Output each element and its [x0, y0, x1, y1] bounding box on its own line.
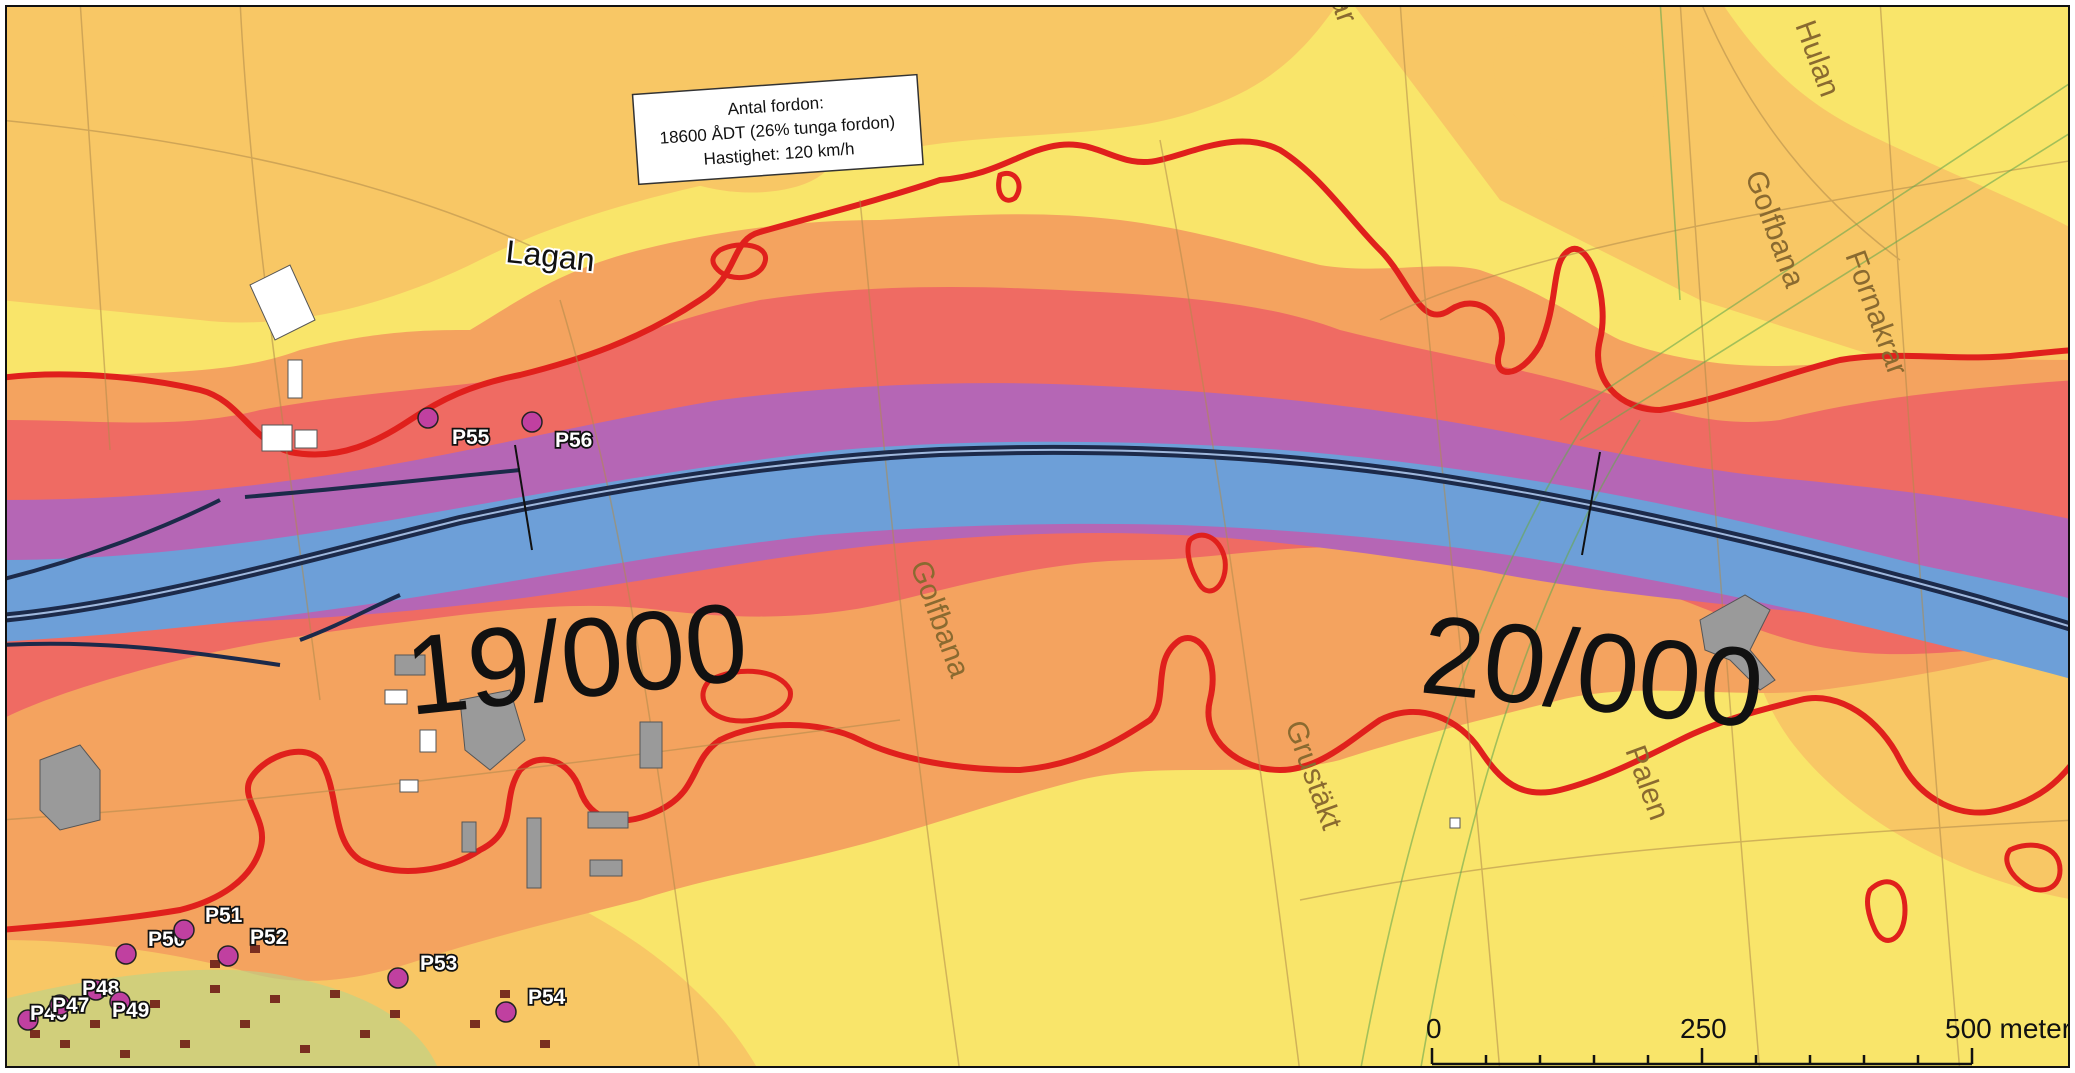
receiver-point[interactable]: P48: [80, 975, 121, 1002]
receiver-point[interactable]: P49: [109, 991, 151, 1024]
svg-text:P55: P55: [452, 426, 490, 449]
svg-text:P54: P54: [528, 986, 566, 1009]
receiver-point[interactable]: P53: [387, 950, 459, 989]
svg-text:P51: P51: [205, 904, 243, 927]
svg-text:250: 250: [1680, 1013, 1727, 1044]
svg-text:P53: P53: [420, 952, 457, 975]
receiver-point[interactable]: P52: [217, 924, 289, 967]
receiver-points: P55 P56 P46 P47 P48 P49: [17, 407, 594, 1031]
survey-lines: [1360, 6, 2069, 1067]
noise-contour-island-3: [996, 170, 1022, 203]
receiver-point[interactable]: P54: [495, 984, 567, 1023]
receiver-point[interactable]: P51: [173, 902, 244, 941]
noise-contour-line-south: [6, 635, 2069, 933]
houses: [30, 945, 550, 1058]
noise-contour-island-2: [700, 668, 793, 724]
receiver-point[interactable]: P56: [521, 411, 594, 454]
receiver-point[interactable]: P55: [417, 407, 491, 451]
svg-text:P47: P47: [52, 994, 89, 1017]
motorway-e4: [6, 444, 2069, 667]
noise-contour-island-6: [1185, 532, 1228, 594]
receiver-point[interactable]: P47: [49, 992, 91, 1019]
receiver-point[interactable]: P50: [115, 926, 187, 965]
svg-text:P52: P52: [250, 926, 287, 949]
buildings-white: [249, 264, 1461, 829]
buildings: [39, 594, 1776, 889]
map-frame: [5, 5, 2070, 1068]
chainage-ticks: [514, 444, 1601, 556]
noise-contour-island-5: [2004, 842, 2063, 893]
svg-text:0: 0: [1426, 1013, 1442, 1044]
noise-contour-island-1: [710, 242, 768, 281]
traffic-info-box: Antal fordon: 18600 ÅDT (26% tunga fordo…: [631, 73, 924, 186]
svg-text:P56: P56: [555, 429, 592, 452]
noise-contour-island-4: [1865, 879, 1908, 943]
svg-text:P49: P49: [112, 999, 149, 1022]
svg-text:P48: P48: [82, 977, 120, 1000]
svg-text:500 meter: 500 meter: [1945, 1013, 2071, 1044]
scale-bar: 0 250 500 meter: [1426, 1013, 2071, 1066]
